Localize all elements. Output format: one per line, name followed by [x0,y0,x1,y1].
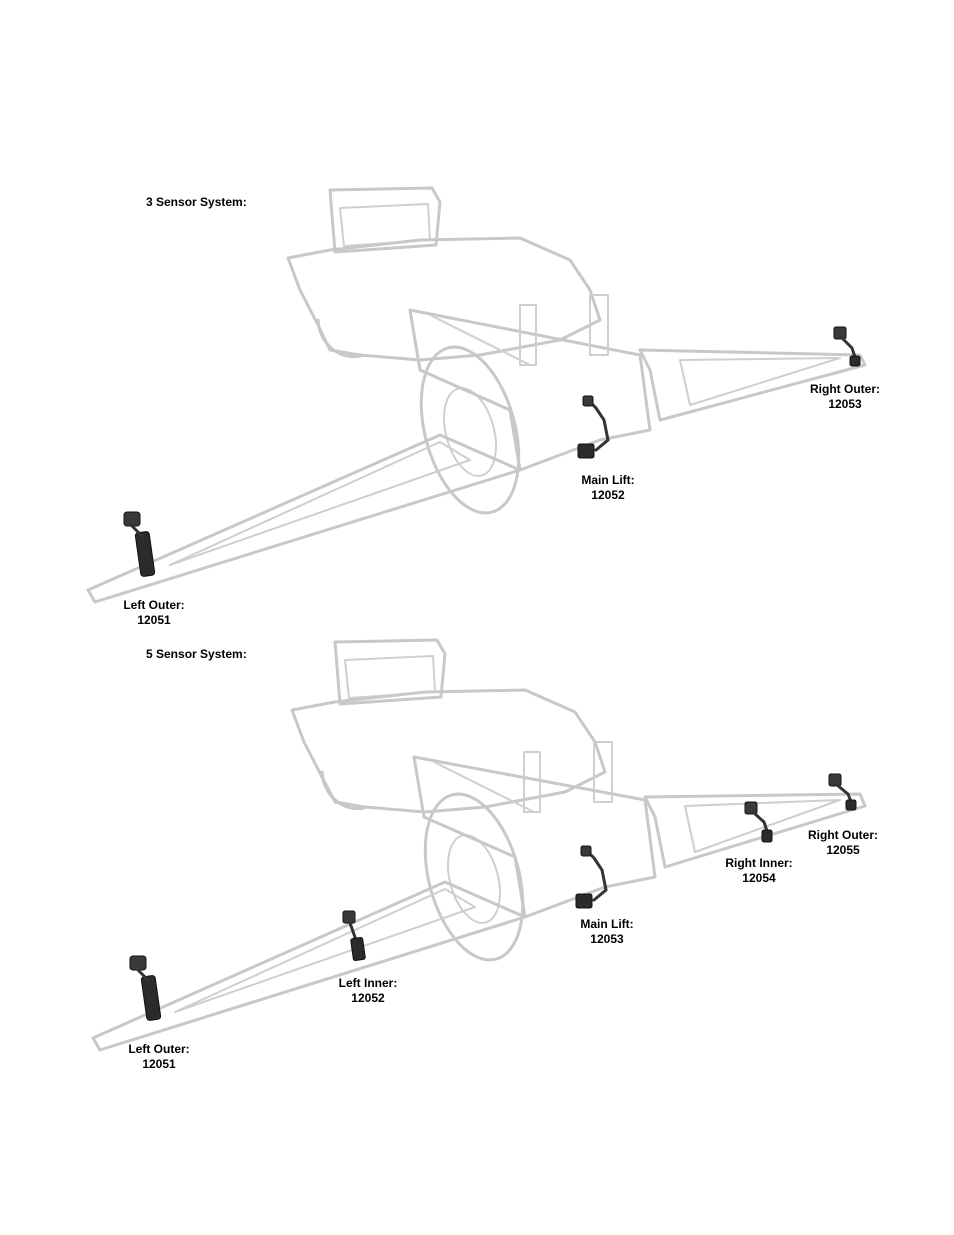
five-sensor-diagram: 5 Sensor System: Left Outer: 12051 Left … [0,622,954,1082]
left-outer-sensor [130,956,161,1021]
sensor-name: Left Outer: [123,598,184,613]
sensor-name: Main Lift: [581,473,634,488]
right-inner-sensor [745,802,772,842]
left-inner-label: Left Inner: 12052 [339,976,398,1006]
left-boom-truss [170,442,470,565]
main-lift-label: Main Lift: 12052 [581,473,634,503]
main-lift-sensor [576,846,606,908]
left-boom-truss [175,889,475,1012]
diagram-title: 5 Sensor System: [146,647,247,661]
sensor-part-number: 12053 [810,397,880,412]
sensor-name: Left Inner: [339,976,398,991]
wheel-outline [405,336,536,524]
sensor-part-number: 12052 [581,488,634,503]
three-sensor-diagram: 3 Sensor System: Left Outer: 12051 Main … [0,170,954,630]
lift-post-left [524,752,540,812]
sensor-part-number: 12052 [339,991,398,1006]
main-lift-sensor [578,396,608,458]
body-outline [288,238,600,360]
right-outer-sensor [834,327,860,366]
body-outline [292,690,605,812]
left-outer-sensor [124,512,155,577]
wheel-hub [435,382,505,481]
diagram-title: 3 Sensor System: [146,195,247,209]
left-outer-label: Left Outer: 12051 [128,1042,189,1072]
right-outer-label: Right Outer: 12053 [810,382,880,412]
main-lift-label: Main Lift: 12053 [580,917,633,947]
sensor-name: Right Inner: [725,856,792,871]
sensor-part-number: 12051 [128,1057,189,1072]
wheel-hub [439,829,509,928]
sensor-name: Right Outer: [808,828,878,843]
sensor-part-number: 12053 [580,932,633,947]
sensor-part-number: 12055 [808,843,878,858]
right-inner-label: Right Inner: 12054 [725,856,792,886]
right-outer-sensor [829,774,856,810]
right-outer-label: Right Outer: 12055 [808,828,878,858]
sensor-part-number: 12054 [725,871,792,886]
sensor-name: Main Lift: [580,917,633,932]
sensor-name: Left Outer: [128,1042,189,1057]
sensor-name: Right Outer: [810,382,880,397]
